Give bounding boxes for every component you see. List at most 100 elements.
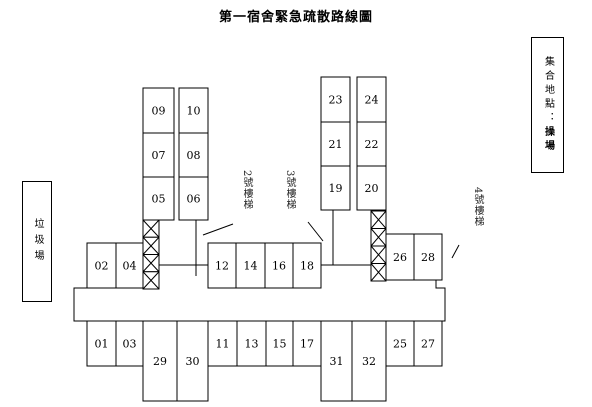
room-18: 18	[292, 242, 322, 289]
room-outline	[115, 242, 144, 289]
room-23: 23	[320, 76, 351, 123]
room-11: 11	[207, 320, 238, 367]
room-outline	[86, 320, 117, 367]
room-number: 13	[245, 338, 259, 351]
room-10: 10	[178, 87, 209, 134]
room-14: 14	[235, 242, 266, 289]
room-31: 31	[320, 320, 353, 402]
room-number: 04	[123, 260, 137, 273]
room-outline	[385, 233, 415, 281]
room-number: 16	[272, 260, 286, 273]
assembly-point: 集合地點：操場	[531, 37, 564, 173]
room-outline	[176, 320, 209, 402]
room-outline	[178, 176, 209, 221]
room-number: 01	[95, 338, 109, 351]
room-number: 08	[187, 149, 201, 162]
room-outline	[385, 320, 415, 367]
room-05: 05	[142, 176, 175, 221]
room-09: 09	[142, 87, 175, 134]
stair-2-label: 2號樓梯	[241, 170, 252, 211]
room-outline	[292, 320, 322, 367]
room-27: 27	[413, 320, 443, 367]
room-08: 08	[178, 132, 209, 178]
room-outline	[320, 165, 351, 211]
room-number: 09	[152, 105, 166, 118]
room-06: 06	[178, 176, 209, 221]
room-25: 25	[385, 320, 415, 367]
room-21: 21	[320, 121, 351, 167]
room-outline	[142, 87, 175, 134]
room-number: 15	[273, 338, 287, 351]
room-outline	[356, 76, 387, 123]
room-22: 22	[356, 121, 387, 167]
room-number: 05	[152, 193, 166, 206]
assembly-point-label: 集合地點：操場	[532, 38, 563, 172]
stairwell-west	[142, 219, 160, 290]
garbage-area: 垃圾場	[22, 181, 52, 302]
room-number: 10	[187, 105, 201, 118]
room-07: 07	[142, 132, 175, 178]
room-17: 17	[292, 320, 322, 367]
room-number: 23	[329, 94, 343, 107]
room-number: 25	[393, 338, 407, 351]
stair-label-text: 2號樓梯	[241, 170, 252, 211]
room-outline	[142, 132, 175, 178]
room-number: 29	[153, 355, 167, 368]
room-outline	[351, 320, 387, 402]
room-number: 03	[123, 338, 137, 351]
room-outline	[178, 87, 209, 134]
stair-3-label: 3號樓梯	[284, 170, 295, 211]
room-number: 11	[216, 338, 230, 351]
room-13: 13	[236, 320, 267, 367]
room-outline	[207, 320, 238, 367]
room-16: 16	[264, 242, 294, 289]
room-number: 27	[421, 338, 435, 351]
room-outline	[413, 320, 443, 367]
room-number: 28	[421, 251, 435, 264]
room-outline	[235, 242, 266, 289]
stair-2-pointer	[202, 223, 234, 236]
room-outline	[264, 242, 294, 289]
room-outline	[356, 121, 387, 167]
room-number: 24	[365, 94, 379, 107]
room-outline	[115, 320, 144, 367]
stairwell-east	[370, 210, 387, 282]
room-outline	[178, 132, 209, 178]
room-number: 31	[330, 355, 344, 368]
room-03: 03	[115, 320, 144, 367]
room-number: 26	[393, 251, 407, 264]
room-29: 29	[142, 320, 178, 402]
room-02: 02	[86, 242, 117, 289]
stair-label-text: 3號樓梯	[284, 170, 295, 211]
room-15: 15	[265, 320, 294, 367]
room-outline	[320, 121, 351, 167]
room-number: 18	[300, 260, 314, 273]
room-24: 24	[356, 76, 387, 123]
room-30: 30	[176, 320, 209, 402]
room-number: 17	[300, 338, 314, 351]
room-outline	[292, 242, 322, 289]
room-32: 32	[351, 320, 387, 402]
assembly-point-text: 集合地點：	[542, 56, 554, 126]
room-number: 06	[187, 193, 201, 206]
stair-4-pointer	[451, 244, 460, 259]
room-outline	[356, 165, 387, 211]
page-title: 第一宿舍緊急疏散路線圖	[218, 10, 373, 25]
room-outline	[207, 242, 237, 289]
room-number: 07	[152, 149, 166, 162]
room-number: 20	[365, 182, 379, 195]
room-number: 32	[362, 355, 376, 368]
room-01: 01	[86, 320, 117, 367]
stair-3-pointer	[307, 221, 324, 242]
garbage-area-text: 垃圾場	[32, 217, 43, 266]
stair-4-label: 4號樓梯	[472, 187, 483, 228]
room-number: 21	[329, 138, 343, 151]
room-number: 19	[329, 182, 343, 195]
room-outline	[320, 76, 351, 123]
room-number: 22	[365, 138, 379, 151]
stair-label-text: 4號樓梯	[472, 187, 483, 228]
room-outline	[142, 176, 175, 221]
room-20: 20	[356, 165, 387, 211]
garbage-area-label: 垃圾場	[23, 182, 51, 301]
